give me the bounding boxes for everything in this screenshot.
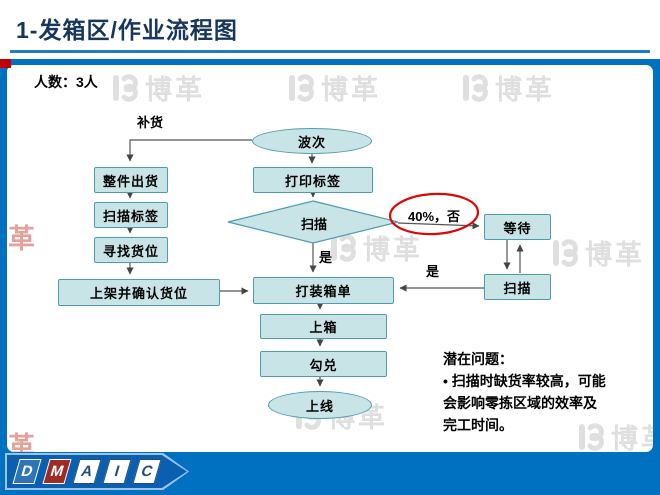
dmaic-letter-m: M: [42, 459, 72, 484]
watermark-red: 博革: [7, 217, 38, 256]
label-yes-back: 是: [426, 264, 440, 279]
watermark: 博革: [330, 228, 423, 267]
boge-logo-icon: [553, 238, 578, 267]
headcount-label: 人数：3人: [34, 74, 98, 90]
watermark-text: 博革: [585, 240, 645, 270]
header: 1-发箱区/作业流程图: [0, 0, 660, 59]
dmaic-letter-c: C: [132, 459, 162, 484]
node-wait: 等待: [484, 214, 551, 240]
notes-block: 潜在问题： • 扫描时缺货率较高，可能 会影响零拣区域的效率及 完工时间。: [443, 348, 653, 436]
node-find-slot: 寻找货位: [94, 237, 168, 263]
dmaic-letter-d: D: [12, 459, 42, 484]
page-title: 1-发箱区/作业流程图: [16, 17, 238, 43]
watermark-text: 博革: [7, 432, 38, 452]
red-accent-mark: [0, 59, 11, 68]
watermark: 博革: [112, 68, 205, 107]
note-line: • 扫描时缺货率较高，可能: [443, 373, 606, 389]
boge-logo-icon: [463, 73, 488, 102]
watermark-text: 博革: [145, 75, 205, 105]
boge-logo-icon: [113, 73, 138, 102]
watermark-text: 博革: [7, 224, 38, 254]
node-shelve-confirm: 上架并确认货位: [58, 279, 220, 306]
note-line: 完工时间。: [443, 417, 513, 433]
label-yes-down: 是: [319, 250, 333, 265]
node-scan-decision: 扫描: [300, 217, 327, 232]
node-scan-again: 扫描: [484, 274, 551, 300]
watermark-text: 博革: [321, 75, 381, 105]
node-wave: 波次: [252, 128, 372, 154]
watermark: 博革: [462, 68, 555, 107]
node-go-online: 上线: [268, 391, 372, 419]
note-line: 会影响零拣区域的效率及: [443, 395, 597, 411]
dmaic-letter-a: A: [72, 459, 102, 484]
node-check: 勾兑: [260, 351, 387, 377]
watermark-text: 博革: [363, 235, 423, 265]
node-scan-tag: 扫描标签: [94, 202, 168, 228]
node-load-box: 上箱: [260, 314, 387, 339]
dmaic-arrow: D M A I C: [5, 453, 189, 490]
node-packing-list: 打装箱单: [253, 277, 394, 304]
dmaic-letter-i: I: [102, 459, 132, 484]
node-print-label: 打印标签: [253, 167, 373, 193]
dmaic-letters: D M A I C: [12, 459, 162, 484]
watermark-text: 博革: [495, 75, 555, 105]
label-no-branch: 40%，否: [407, 209, 461, 224]
title-underline: [10, 50, 650, 53]
boge-logo-icon: [331, 233, 356, 262]
watermark: 博革: [552, 233, 645, 272]
node-whole-shipment: 整件出货: [94, 167, 168, 193]
label-replenish: 补货: [137, 115, 164, 130]
watermark: 博革: [288, 68, 381, 107]
boge-logo-icon: [289, 73, 314, 102]
notes-title: 潜在问题：: [443, 351, 513, 367]
watermark-red: 博革: [7, 425, 38, 452]
